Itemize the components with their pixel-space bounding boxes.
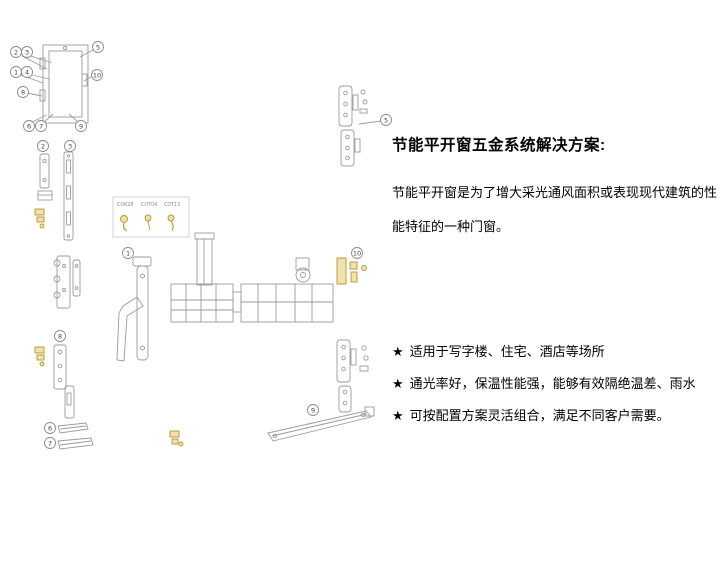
corner-hinge-part-drawing (37, 153, 53, 201)
svg-text:9: 9 (79, 122, 83, 130)
mid-hinge-group-drawing (336, 339, 369, 413)
callout-9-arm: 9 (307, 404, 319, 416)
gold-corner-piece-1 (34, 208, 45, 229)
star-icon: ★ (392, 408, 404, 423)
callout-7-frame: 7 (35, 120, 47, 132)
hardware-diagram: COK28 COT04 COT13 (10, 41, 392, 450)
part-7-drawing (57, 437, 94, 450)
feature-text-2: 通光率好，保温性能强，能够有效隔绝温差、雨水 (409, 376, 696, 391)
info-panel: 节能平开窗五金系统解决方案: 节能平开窗是为了增大采光通风面积或表现现代建筑的性… (392, 133, 722, 432)
svg-text:3: 3 (25, 48, 29, 56)
callout-4-frame: 4 (21, 66, 33, 78)
svg-text:5: 5 (384, 116, 388, 124)
callout-8-frame: 8 (17, 86, 29, 98)
svg-text:8: 8 (58, 332, 62, 340)
callout-6-part: 6 (44, 422, 56, 434)
callout-2-part: 2 (37, 140, 49, 152)
svg-text:6: 6 (27, 122, 31, 130)
feature-item-1: ★ 适用于写字楼、住宅、酒店等场所 (392, 336, 722, 368)
component-label-cot13: COT13 (164, 202, 180, 208)
callout-3-part: 3 (64, 140, 76, 152)
component-box-icons (120, 214, 175, 232)
svg-text:10: 10 (93, 71, 101, 79)
part-6-drawing (57, 422, 89, 434)
svg-text:1: 1 (126, 249, 130, 257)
callout-8-part: 8 (54, 330, 66, 342)
component-label-cok28: COK28 (117, 202, 133, 208)
callout-6-frame: 6 (23, 120, 35, 132)
window-frame-assembly-drawing (20, 44, 94, 124)
svg-text:10: 10 (353, 249, 361, 257)
svg-text:2: 2 (14, 48, 18, 56)
gold-piece-3 (169, 430, 184, 447)
lock-bar-part-drawing (63, 151, 74, 241)
feature-text-1: 适用于写字楼、住宅、酒店等场所 (409, 344, 605, 359)
gold-parts-10-drawing (336, 257, 367, 285)
svg-text:7: 7 (48, 439, 52, 447)
component-box: COK28 COT04 COT13 (112, 196, 190, 238)
callout-1-frame: 1 (10, 66, 22, 78)
callout-10-part: 10 (351, 247, 363, 259)
top-hinge-group-drawing (338, 85, 382, 167)
feature-list: ★ 适用于写字楼、住宅、酒店等场所 ★ 通光率好，保温性能强，能够有效隔绝温差、雨水… (392, 336, 722, 432)
friction-hinge-part-drawing (53, 255, 81, 309)
svg-text:5: 5 (96, 43, 100, 51)
star-icon: ★ (392, 376, 404, 391)
stay-arm-drawing (267, 406, 375, 442)
component-label-cot04: COT04 (141, 202, 157, 208)
callout-2-frame: 2 (10, 46, 22, 58)
profile-cross-section-drawing (170, 232, 334, 323)
handle-drawing (116, 256, 152, 362)
svg-text:2: 2 (41, 142, 45, 150)
feature-item-2: ★ 通光率好，保温性能强，能够有效隔绝温差、雨水 (392, 368, 722, 400)
gold-corner-piece-2 (34, 346, 45, 367)
callout-9-frame: 9 (75, 120, 87, 132)
svg-text:9: 9 (311, 406, 315, 414)
feature-text-3: 可按配置方案灵活组合，满足不同客户需要。 (409, 408, 670, 423)
callout-3-frame: 3 (21, 46, 33, 58)
star-icon: ★ (392, 344, 404, 359)
svg-text:4: 4 (25, 68, 29, 76)
callout-1-handle: 1 (122, 247, 134, 259)
svg-text:6: 6 (48, 424, 52, 432)
svg-text:1: 1 (14, 68, 18, 76)
svg-text:8: 8 (21, 88, 25, 96)
callout-10-frame: 10 (91, 69, 103, 81)
hinge-part-8-drawing (53, 344, 67, 390)
svg-text:3: 3 (68, 142, 72, 150)
callout-5-frame: 5 (92, 41, 104, 53)
intro-paragraph: 节能平开窗是为了增大采光通风面积或表现现代建筑的性能特征的一种门窗。 (392, 185, 718, 234)
callout-7-part: 7 (44, 437, 56, 449)
page-title: 节能平开窗五金系统解决方案: (392, 137, 606, 154)
feature-item-3: ★ 可按配置方案灵活组合，满足不同客户需要。 (392, 400, 722, 432)
strip-part-drawing (64, 385, 75, 419)
svg-text:7: 7 (39, 122, 43, 130)
callout-5-hinge: 5 (380, 114, 392, 126)
